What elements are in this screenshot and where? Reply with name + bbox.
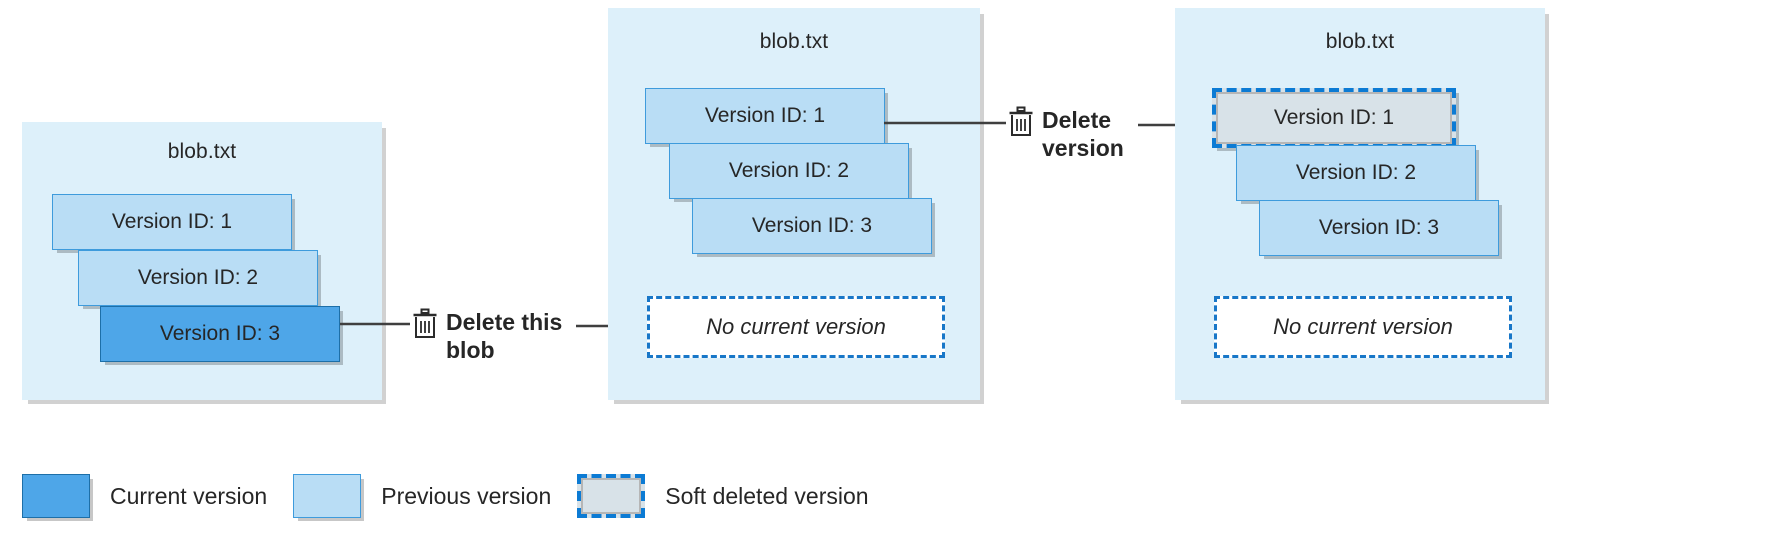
version-box-2: Version ID: 2 — [1236, 145, 1476, 201]
connector-delete-blob-left — [340, 318, 410, 330]
legend-label-current-version: Current version — [110, 482, 268, 509]
version-box-2: Version ID: 2 — [669, 143, 909, 199]
version-box-label: Version ID: 2 — [137, 266, 259, 289]
action-delete-blob-label: Delete this blob — [446, 309, 563, 364]
version-box-label: Version ID: 2 — [728, 159, 850, 182]
no-current-version-placeholder: No current version — [647, 296, 945, 358]
connector-delete-version-left — [884, 117, 1006, 129]
version-box-1: Version ID: 1 — [52, 194, 292, 250]
version-box-label: Version ID: 1 — [1273, 106, 1395, 129]
version-box-3-current: Version ID: 3 — [100, 306, 340, 362]
version-box-label: Version ID: 3 — [1318, 216, 1440, 239]
legend-item-previous-version: Previous version — [293, 474, 551, 518]
trash-icon — [412, 308, 438, 345]
version-box-label: Version ID: 1 — [111, 210, 233, 233]
legend-label-previous-version: Previous version — [381, 482, 552, 509]
legend-label-soft-deleted-version: Soft deleted version — [665, 482, 869, 509]
panel-after-version-delete: blob.txt Version ID: 1 Version ID: 2 Ver… — [1175, 8, 1545, 400]
legend: Current version Previous version Soft de… — [22, 474, 869, 518]
panel-after-version-delete-title: blob.txt — [1325, 30, 1395, 53]
version-box-label: Version ID: 3 — [159, 322, 281, 345]
action-delete-version: Delete version — [1008, 106, 1124, 162]
version-box-label: Version ID: 2 — [1295, 161, 1417, 184]
panel-after-blob-delete: blob.txt Version ID: 1 Version ID: 2 Ver… — [608, 8, 980, 400]
panel-after-blob-delete-title: blob.txt — [759, 30, 829, 53]
version-box-3: Version ID: 3 — [1259, 200, 1499, 256]
no-current-version-label: No current version — [706, 314, 886, 339]
panel-initial-title: blob.txt — [167, 140, 237, 163]
panel-initial: blob.txt Version ID: 1 Version ID: 2 Ver… — [22, 122, 382, 400]
action-delete-version-label: Delete version — [1042, 107, 1124, 162]
version-box-2: Version ID: 2 — [78, 250, 318, 306]
legend-item-soft-deleted-version: Soft deleted version — [577, 474, 869, 518]
no-current-version-label: No current version — [1273, 314, 1453, 339]
no-current-version-placeholder: No current version — [1214, 296, 1512, 358]
version-box-label: Version ID: 3 — [751, 214, 873, 237]
trash-icon — [1008, 106, 1034, 143]
version-box-3: Version ID: 3 — [692, 198, 932, 254]
legend-swatch-current-version — [22, 474, 90, 518]
legend-swatch-soft-deleted-version — [577, 474, 646, 518]
legend-swatch-previous-version — [293, 474, 362, 518]
version-box-1-soft-deleted: Version ID: 1 — [1212, 88, 1456, 148]
version-box-1: Version ID: 1 — [645, 88, 885, 144]
version-box-label: Version ID: 1 — [704, 104, 826, 127]
legend-item-current-version: Current version — [22, 474, 267, 518]
action-delete-blob: Delete this blob — [412, 308, 562, 364]
